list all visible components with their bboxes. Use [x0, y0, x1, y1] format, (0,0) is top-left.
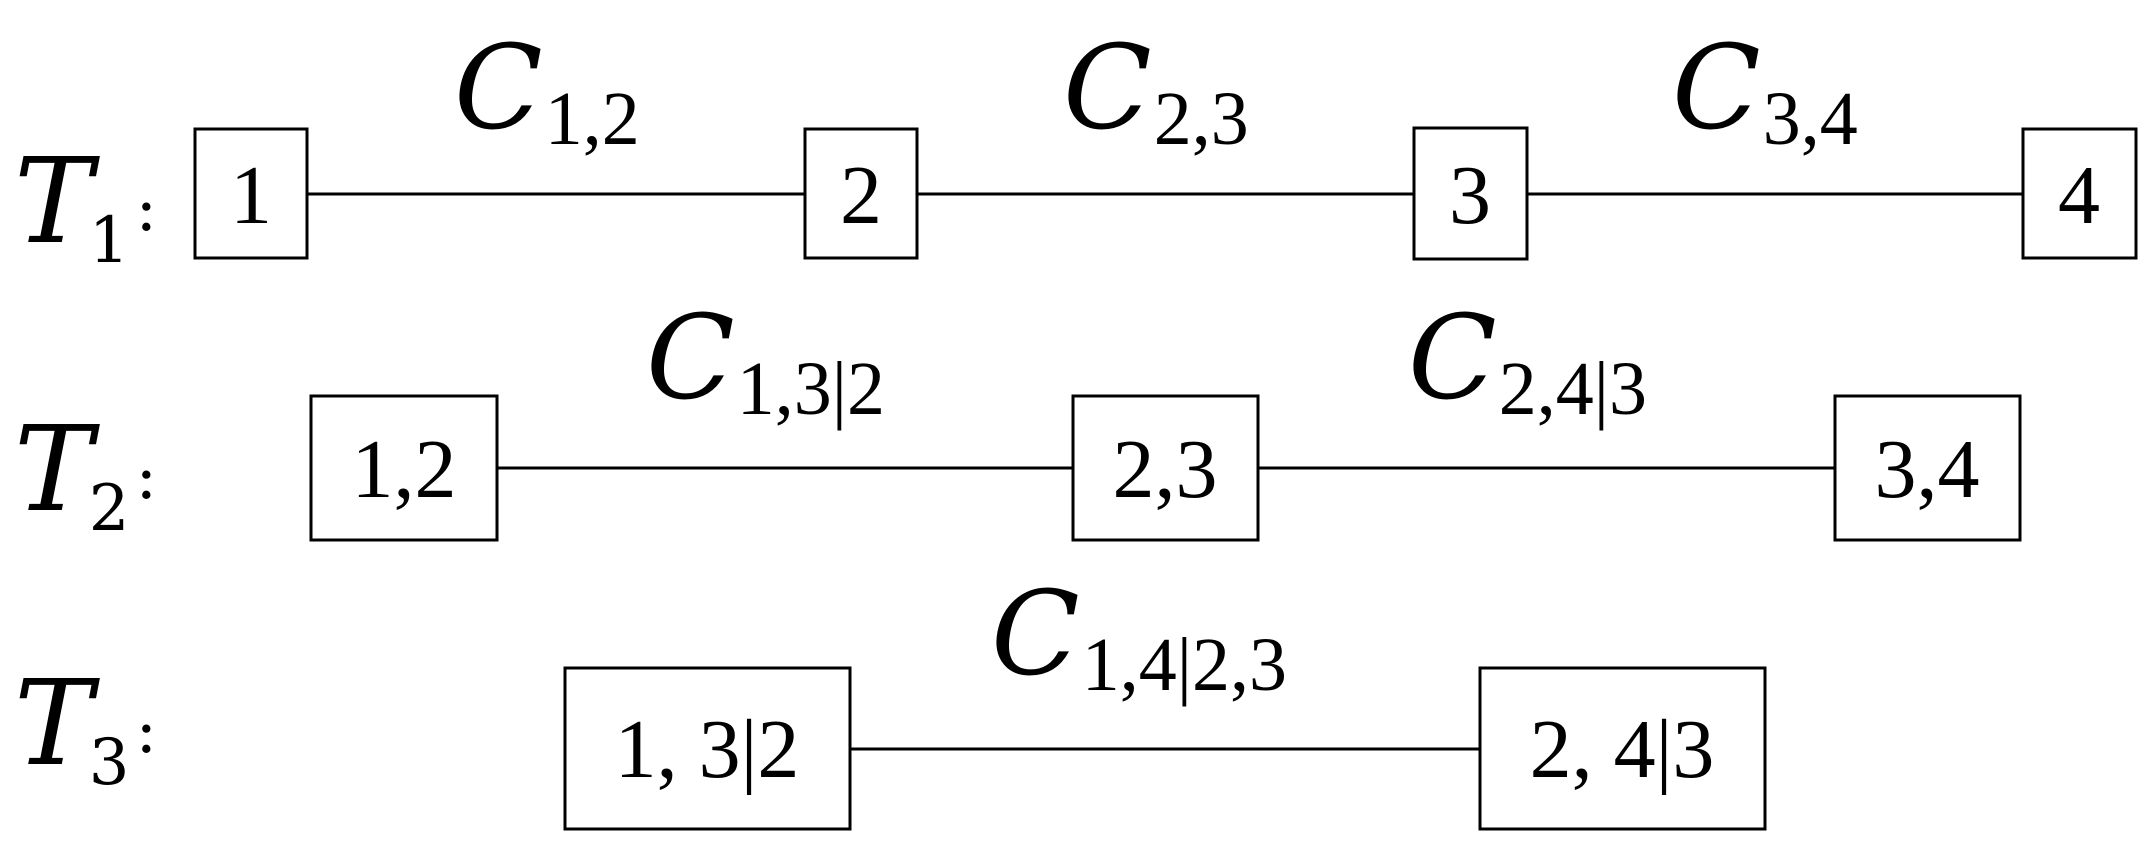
edge-label-c14-23: C1,4|2,3	[991, 567, 1287, 707]
node-t1-4-label: 4	[2058, 149, 2100, 242]
node-t2-23-label: 2,3	[1113, 423, 1218, 516]
node-t1-2: 2	[803, 127, 919, 260]
tree-t3: T3: C1,4|2,3 1, 3|2 2, 4|3	[14, 567, 1767, 831]
edge-label-c13-2: C1,3|2	[646, 291, 885, 431]
tree-t2-label: T2:	[14, 400, 157, 546]
edge-label-c24-3: C2,4|3	[1408, 291, 1647, 431]
node-t2-34-label: 3,4	[1875, 423, 1980, 516]
tree-t2: T2: C1,3|2 C2,4|3 1,2 2,3 3,4	[14, 291, 2022, 546]
node-t3-24-3-label: 2, 4|3	[1530, 703, 1715, 796]
node-t1-2-label: 2	[840, 149, 882, 242]
node-t1-4: 4	[2021, 127, 2138, 260]
node-t3-13-2: 1, 3|2	[563, 666, 852, 831]
node-t1-1: 1	[193, 127, 309, 260]
edge-label-c23: C2,3	[1063, 21, 1249, 161]
node-t3-13-2-label: 1, 3|2	[615, 703, 800, 796]
node-t2-12: 1,2	[309, 394, 499, 542]
tree-t1-label: T1:	[14, 132, 157, 278]
tree-t1: T1: C1,2 C2,3 C3,4 1 2 3 4	[14, 21, 2138, 278]
node-t1-1-label: 1	[230, 149, 272, 242]
node-t2-23: 2,3	[1071, 394, 1260, 542]
tree-t3-label: T3:	[14, 654, 157, 800]
node-t2-34: 3,4	[1833, 394, 2022, 542]
node-t3-24-3: 2, 4|3	[1478, 666, 1767, 831]
edge-label-c34: C3,4	[1672, 21, 1858, 161]
node-t1-3: 3	[1412, 126, 1529, 261]
node-t1-3-label: 3	[1449, 149, 1491, 242]
edge-label-c12: C1,2	[454, 21, 640, 161]
node-t2-12-label: 1,2	[352, 423, 457, 516]
